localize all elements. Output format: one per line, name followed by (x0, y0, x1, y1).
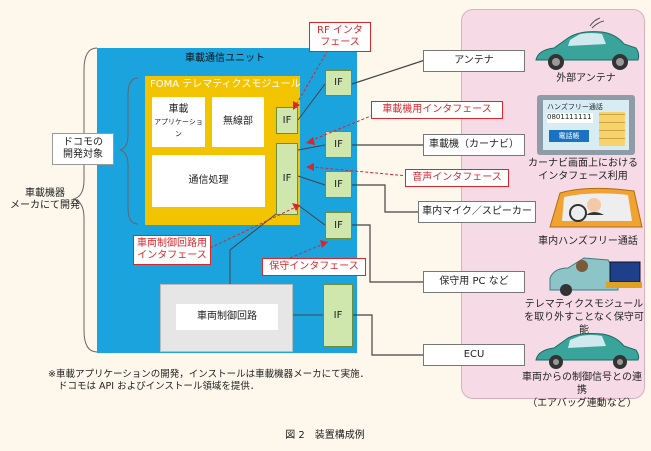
navi-screen-icon: ハンズフリー通話 0801111111 電話帳 (537, 95, 635, 155)
navi-keypad-icon (599, 112, 625, 146)
vehicle-app-block: 車載 アプリケーション (152, 97, 205, 147)
vehicle-app-line2: アプリケーション (154, 118, 203, 138)
handsfree-driver-icon (549, 187, 643, 228)
ecu-box: ECU (423, 344, 525, 366)
navi-screen-number: 0801111111 (547, 113, 593, 123)
mic-speaker-box: 車内マイク／スピーカー (418, 201, 536, 223)
comm-processing-label: 通信処理 (188, 175, 229, 186)
brace-maker (72, 47, 98, 353)
foma-title: FOMA テレマティクスモジュール (150, 79, 301, 90)
vehicle-control-label: 車両制御回路 (197, 311, 257, 322)
docomo-line1: ドコモの (63, 137, 103, 148)
radio-block: 無線部 (212, 97, 264, 147)
rf-interface-label: RF インタ フェース (309, 22, 371, 52)
car-antenna-icon (535, 17, 640, 70)
if-block-maintenance: IF (325, 212, 352, 239)
vehicle-app-line1: 車載 (168, 104, 189, 115)
footnote-line1: ※車載アプリケーションの開発，インストールは車載機器メーカにて実施． (48, 369, 370, 380)
handsfree-caption: 車内ハンズフリー通話 (538, 236, 638, 247)
device-interface-label: 車載機用インタフェース (371, 101, 503, 119)
maintenance-pc-box: 保守用 PC など (423, 271, 525, 293)
navi-caption: カーナビ画面上における インタフェース利用 (528, 158, 638, 182)
footnote: ※車載アプリケーションの開発，インストールは車載機器メーカにて実施． ドコモは … (48, 369, 369, 393)
maintenance-interface-label: 保守インタフェース (262, 258, 366, 276)
navi-screen-title: ハンズフリー通話 (547, 103, 603, 111)
navi-screen-button: 電話帳 (549, 130, 589, 142)
car-ecu-icon (535, 333, 640, 369)
car-navi-box: 車載機（カーナビ） (423, 134, 525, 156)
if-block-audio: IF (325, 171, 352, 198)
if-block-antenna: IF (325, 70, 352, 96)
maintenance-caption: テレマティクスモジュール を取り外すことなく保守可能 (524, 299, 644, 336)
radio-label: 無線部 (223, 116, 253, 127)
footnote-line2: ドコモは API およびインストール領域を提供． (58, 381, 260, 392)
figure-caption: 図 2 装置構成例 (285, 430, 365, 441)
ecu-caption: 車両からの制御信号との連携 （エアバッグ連動など） (522, 372, 642, 409)
maker-label: 車載機器 メーカにて開発 (6, 188, 84, 212)
maintenance-pc-icon (549, 257, 642, 296)
comm-processing-block: 通信処理 (152, 155, 265, 207)
control-interface-label: 車両制御回路用 インタフェース (133, 235, 211, 265)
if-block-rf-inner: IF (276, 107, 298, 134)
vehicle-control-block: 車両制御回路 (176, 304, 278, 330)
docomo-target-box: ドコモの 開発対象 (52, 133, 114, 165)
maker-line1: 車載機器 (25, 188, 65, 199)
if-block-ecu: IF (323, 284, 353, 347)
maker-line2: メーカにて開発 (10, 200, 80, 211)
unit-title: 車載通信ユニット (185, 52, 265, 64)
docomo-line2: 開発対象 (63, 149, 103, 160)
if-block-main: IF (276, 143, 298, 215)
navi-screen: ハンズフリー通話 0801111111 電話帳 (543, 100, 629, 150)
antenna-box: アンテナ (423, 50, 525, 72)
audio-interface-label: 音声インタフェース (405, 169, 509, 187)
brace-docomo (119, 77, 139, 225)
if-block-navi: IF (325, 131, 352, 158)
ext-antenna-caption: 外部アンテナ (556, 73, 616, 84)
